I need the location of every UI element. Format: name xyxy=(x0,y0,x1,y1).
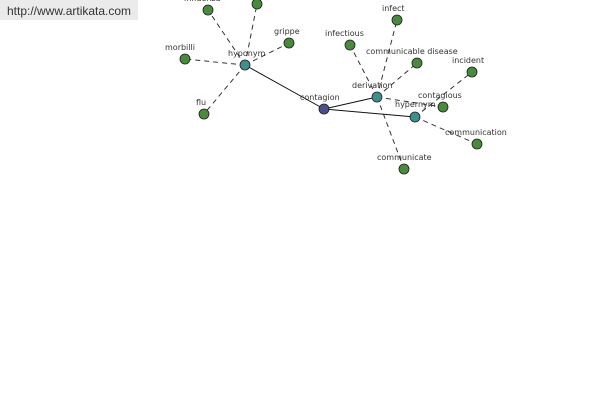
node-communicate[interactable] xyxy=(398,163,410,175)
node-flu[interactable] xyxy=(198,108,210,120)
edge-hyponym-to-flu xyxy=(203,64,246,115)
edge-layer xyxy=(184,3,478,170)
node-label-incident: incident xyxy=(452,56,484,65)
node-label-flu: flu xyxy=(196,98,206,107)
node-infectious[interactable] xyxy=(344,39,356,51)
edge-derivation-to-communicate xyxy=(376,96,405,170)
label-layer: contagion hyponym derivation hypernym influe… xyxy=(165,0,507,162)
node-label-hypernym: hypernym xyxy=(395,100,436,109)
node-label-contagious: contagious xyxy=(418,91,462,100)
node-derivation[interactable] xyxy=(371,91,383,103)
source-link[interactable]: http://www.artikata.com xyxy=(0,0,138,20)
node-contagious[interactable] xyxy=(437,101,449,113)
node-label-derivation: derivation xyxy=(352,81,392,90)
node-label-communicate: communicate xyxy=(377,153,432,162)
node-label-communicable-disease: communicable disease xyxy=(366,47,458,56)
node-unlabeled-top[interactable] xyxy=(251,0,263,10)
edge-derivation-to-infect xyxy=(376,19,398,98)
node-infect[interactable] xyxy=(391,14,403,26)
node-incident[interactable] xyxy=(466,66,478,78)
edge-hyponym-to-unlabeled-top xyxy=(244,3,258,66)
node-label-influenza: influenza xyxy=(184,0,221,3)
node-label-communication: communication xyxy=(445,128,507,137)
node-label-contagion: contagion xyxy=(300,93,340,102)
node-label-hyponym: hyponym xyxy=(228,49,266,58)
edge-contagion-to-hyponym xyxy=(244,64,325,110)
node-communicable-disease[interactable] xyxy=(411,57,423,69)
node-label-grippe: grippe xyxy=(274,27,300,36)
node-label-morbilli: morbilli xyxy=(165,43,195,52)
edge-hyponym-to-morbilli xyxy=(184,58,246,66)
node-contagion[interactable] xyxy=(318,103,330,115)
edge-derivation-to-infectious xyxy=(349,44,378,98)
edge-contagion-to-derivation xyxy=(323,96,378,110)
edge-hypernym-to-communication xyxy=(414,116,478,145)
node-communication[interactable] xyxy=(471,138,483,150)
node-label-infect: infect xyxy=(382,4,405,13)
edge-derivation-to-contagious xyxy=(376,96,444,108)
node-hyponym[interactable] xyxy=(239,59,251,71)
edge-derivation-to-communicable-disease xyxy=(376,62,418,98)
node-morbilli[interactable] xyxy=(179,53,191,65)
edge-contagion-to-hypernym xyxy=(323,108,416,118)
node-grippe[interactable] xyxy=(283,37,295,49)
node-hypernym[interactable] xyxy=(409,111,421,123)
edge-hyponym-to-influenza xyxy=(207,9,246,66)
edge-hyponym-to-grippe xyxy=(244,42,290,66)
edge-hypernym-to-incident xyxy=(414,71,473,118)
node-influenza[interactable] xyxy=(202,4,214,16)
node-label-infectious: infectious xyxy=(325,29,364,38)
node-layer xyxy=(179,0,483,175)
